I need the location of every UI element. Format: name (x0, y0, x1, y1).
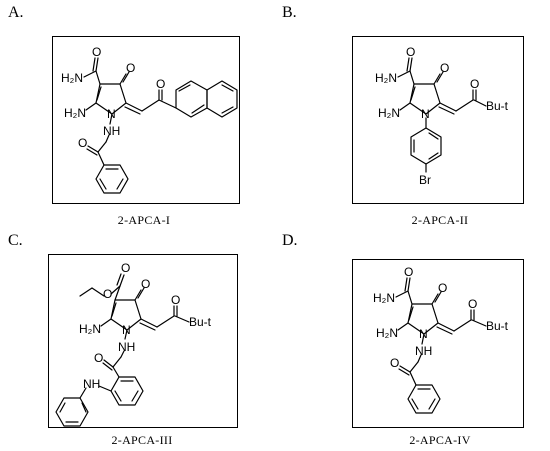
label-a-ketone-o: O (126, 61, 135, 75)
structure-frame-d (352, 259, 524, 428)
panel-letter-b: B. (282, 4, 297, 21)
structure-frame-a (52, 36, 240, 204)
panel-letter-d: D. (282, 232, 298, 249)
label-c-anilino-nh: NH (83, 377, 100, 391)
label-d-tbu: Bu-t (486, 319, 509, 333)
molecule-2-apca-ii (397, 57, 487, 173)
label-c-ring-n: N (122, 323, 131, 337)
label-a-nh: NH (103, 124, 120, 138)
label-d-benz-o: O (390, 356, 399, 370)
caption-a: 2-APCA-I (117, 213, 171, 227)
label-a-amine-nh2: H₂N (64, 106, 86, 120)
label-c-side-o: O (171, 293, 180, 307)
label-d-amide-nh2: H₂N (373, 291, 395, 305)
label-c-amine-nh2: H₂N (79, 322, 101, 336)
label-a-amide-nh2: H₂N (61, 71, 83, 85)
label-a-amide-o: O (92, 45, 101, 59)
panel-letter-a: A. (8, 4, 24, 21)
label-a-side-o: O (156, 77, 165, 91)
panel-letter-c: C. (8, 232, 23, 249)
label-c-ester-o-carbonyl: O (121, 261, 130, 275)
label-c-tbu: Bu-t (189, 315, 212, 329)
label-c-nh: NH (118, 340, 135, 354)
label-d-amine-nh2: H₂N (376, 326, 398, 340)
label-b-amide-o: O (406, 45, 415, 59)
label-a-ring-n: N (107, 107, 116, 121)
molecule-2-apca-iii (55, 273, 190, 427)
label-b-amide-nh2: H₂N (375, 71, 397, 85)
caption-d: 2-APCA-IV (409, 433, 471, 447)
label-b-br: Br (419, 173, 431, 187)
structure-frame-b (352, 36, 524, 204)
label-c-benz-o: O (94, 351, 103, 365)
label-c-ketone-o: O (141, 277, 150, 291)
label-d-ketone-o: O (438, 281, 447, 295)
label-d-side-o: O (468, 297, 477, 311)
molecule-2-apca-i (83, 57, 238, 194)
label-b-amine-nh2: H₂N (378, 106, 400, 120)
structure-frame-c (48, 254, 238, 428)
caption-b: 2-APCA-II (411, 213, 469, 227)
label-b-side-o: O (470, 77, 479, 91)
label-b-ketone-o: O (440, 61, 449, 75)
label-d-nh: NH (415, 344, 432, 358)
label-b-tbu: Bu-t (486, 99, 509, 113)
label-a-benz-o: O (78, 136, 87, 150)
label-d-ring-n: N (419, 327, 428, 341)
caption-c: 2-APCA-III (111, 433, 173, 447)
label-b-ring-n: N (421, 107, 430, 121)
label-d-amide-o: O (404, 265, 413, 279)
molecule-2-apca-iv (395, 277, 487, 414)
label-c-ester-o-ether: O (103, 287, 112, 301)
